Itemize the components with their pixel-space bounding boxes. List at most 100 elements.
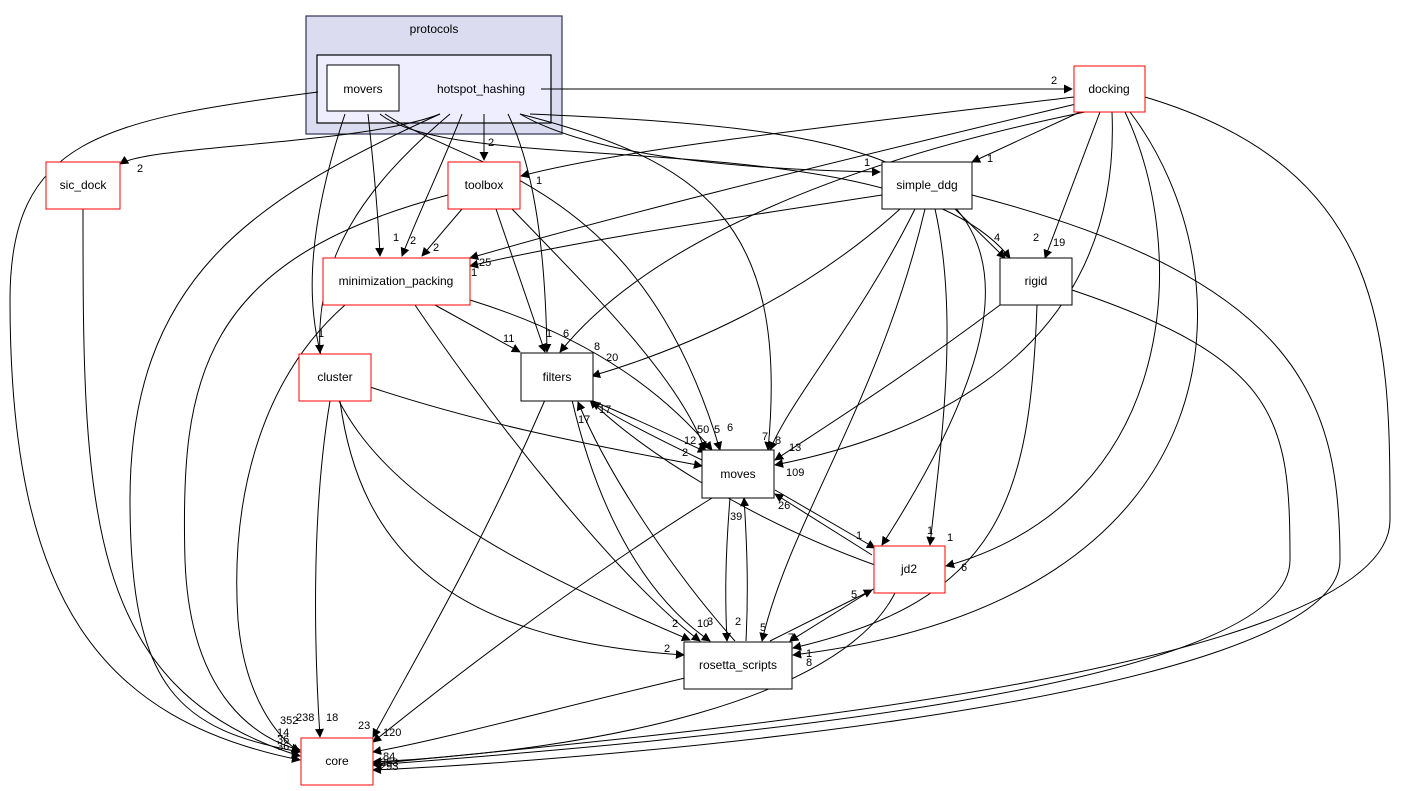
node-toolbox[interactable]: toolbox xyxy=(447,161,521,210)
edge-simpleddg-jd2 xyxy=(926,208,948,546)
node-jd2[interactable]: jd2 xyxy=(873,545,946,594)
node-movers[interactable]: movers xyxy=(326,64,400,112)
edge-docking-core xyxy=(372,96,1391,768)
edge-rs-core xyxy=(372,677,686,756)
jd2-label: jd2 xyxy=(900,562,917,576)
rigid-label: rigid xyxy=(1025,274,1048,288)
edges xyxy=(9,84,1391,775)
edge-label: 238 xyxy=(296,712,314,724)
edge-label: 7 xyxy=(788,632,794,644)
edge-rigid-core xyxy=(372,289,1291,769)
edge-label: 2 xyxy=(664,643,670,655)
edge-docking-rigid xyxy=(1043,111,1101,259)
edge-hh-sicdock xyxy=(119,113,441,165)
edge-filters-rs xyxy=(571,399,711,642)
edge-label: 6 xyxy=(563,328,569,340)
edge-label: 50 xyxy=(697,424,709,436)
edge-label: 1 xyxy=(947,532,953,544)
edge-label: 17 xyxy=(578,414,590,426)
edge-hh-simpleddg xyxy=(519,113,881,177)
edge-filters-moves xyxy=(589,399,707,453)
edge-simpleddg-rigid xyxy=(954,208,1006,259)
edge-toolbox-minpack xyxy=(421,208,463,257)
edge-label: 36 xyxy=(277,741,289,753)
edge-movers-minpack xyxy=(367,113,385,257)
edge-cluster-moves xyxy=(369,386,703,469)
edge-label: 2 xyxy=(672,618,678,630)
edge-movers-rigid xyxy=(379,113,1011,259)
edge-hh-cluster xyxy=(315,113,451,354)
edge-label: 12 xyxy=(684,435,696,447)
edge-movers-rs xyxy=(311,113,691,641)
node-moves[interactable]: moves xyxy=(701,449,775,499)
edge-moves-core xyxy=(372,497,713,743)
edge-label: 2 xyxy=(137,163,143,175)
edge-label: 4 xyxy=(994,232,1000,244)
edge-minpack-moves xyxy=(469,299,713,451)
edge-rs-jd2 xyxy=(769,589,873,642)
edge-label: 109 xyxy=(786,467,804,479)
edge-label: 253 xyxy=(380,757,398,769)
rosetta-scripts-label: rosetta_scripts xyxy=(699,658,777,672)
edge-docking-jd2 xyxy=(945,111,1160,569)
edge-label: 5 xyxy=(851,589,857,601)
toolbox-label: toolbox xyxy=(465,178,504,192)
moves-label: moves xyxy=(720,467,755,481)
edge-simpleddg-core xyxy=(372,194,1341,775)
node-docking[interactable]: docking xyxy=(1073,65,1146,113)
edge-label: 120 xyxy=(383,727,401,739)
edge-label: 2 xyxy=(410,235,416,247)
node-rigid[interactable]: rigid xyxy=(999,257,1073,306)
cluster-protocols-label: protocols xyxy=(410,22,459,36)
edge-hh-minpack xyxy=(400,113,463,257)
edge-label: 39 xyxy=(730,511,742,523)
edge-moves-jd2 xyxy=(774,489,876,549)
edge-minpack-rs xyxy=(414,304,701,642)
simple-ddg-label: simple_ddg xyxy=(896,178,957,192)
edge-movers-moves xyxy=(384,113,723,451)
edge-label: 1 xyxy=(864,157,870,169)
edge-label: 2 xyxy=(682,447,688,459)
edge-filters-core xyxy=(372,399,546,738)
movers-label: movers xyxy=(343,82,382,96)
edge-simpleddg-filters xyxy=(591,208,901,379)
edge-simpleddg-rs xyxy=(759,208,926,642)
edge-label: 1 xyxy=(471,267,477,279)
node-sic-dock[interactable]: sic_dock xyxy=(45,161,121,210)
edge-minpack-core xyxy=(236,304,346,753)
edge-label: 6 xyxy=(727,422,733,434)
edge-toolbox-core xyxy=(183,194,449,753)
edge-label: 293 xyxy=(380,761,398,773)
node-simple-ddg[interactable]: simple_ddg xyxy=(881,161,973,210)
edge-label: 19 xyxy=(1053,237,1065,249)
node-rosetta-scripts[interactable]: rosetta_scripts xyxy=(683,641,793,690)
edge-label: 1 xyxy=(546,328,552,340)
edge-label: 10 xyxy=(697,618,709,630)
edge-label: 8 xyxy=(806,657,812,669)
node-cluster[interactable]: cluster xyxy=(298,353,372,402)
node-minimization-packing[interactable]: minimization_packing xyxy=(322,257,471,306)
edge-moves-filters xyxy=(591,401,703,461)
edge-rigid-moves xyxy=(774,304,1001,461)
edge-label: 1 xyxy=(987,153,993,165)
edge-rigid-rs xyxy=(792,304,1038,651)
edge-hh-moves xyxy=(519,113,774,451)
edge-label: 2 xyxy=(488,137,494,149)
cluster-label: cluster xyxy=(317,370,352,384)
edge-label: 5 xyxy=(714,424,720,436)
edge-simpleddg-minpack xyxy=(469,194,883,269)
edge-label: 13 xyxy=(789,442,801,454)
edge-label: 1 xyxy=(393,232,399,244)
edge-label: 7 xyxy=(762,431,768,443)
edge-label: 5 xyxy=(760,622,766,634)
edge-sicdock-core xyxy=(82,208,301,758)
node-core[interactable]: core xyxy=(300,737,374,786)
edge-label: 8 xyxy=(775,435,781,447)
edge-label: 6 xyxy=(961,562,967,574)
edge-label: 1 xyxy=(806,648,812,660)
node-filters[interactable]: filters xyxy=(520,352,594,402)
edge-docking-rs xyxy=(792,111,1199,659)
edge-docking-toolbox xyxy=(520,96,1075,179)
edge-label: 3 xyxy=(707,616,713,628)
